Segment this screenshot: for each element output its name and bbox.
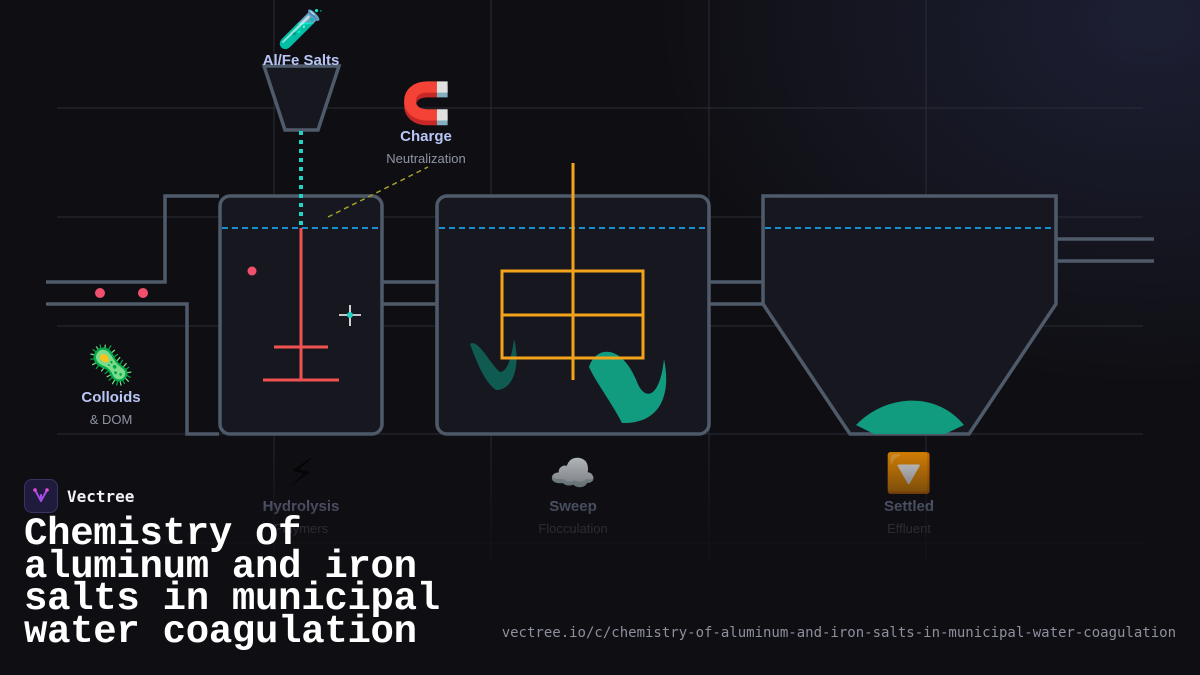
brand-name: Vectree — [67, 486, 135, 506]
sparkle-icon — [339, 305, 361, 326]
chemical-hopper — [261, 64, 342, 132]
charge-sublabel: Neutralization — [386, 151, 466, 166]
sweep-sublabel: Flocculation — [538, 521, 607, 536]
colloid-particle — [138, 288, 148, 298]
sweep-label: Sweep — [549, 498, 597, 515]
magnet-icon: 🧲 — [401, 80, 451, 127]
rapid-mixer — [263, 228, 339, 382]
floc-blob — [589, 351, 667, 424]
colloids-label: Colloids — [81, 389, 140, 406]
page-title: Chemistry of aluminum and iron salts in … — [24, 512, 440, 654]
lightning-icon: ⚡ — [288, 451, 315, 495]
settled-sublabel: Effluent — [887, 521, 931, 536]
brand[interactable]: Vectree — [24, 479, 134, 513]
floc-blob — [470, 339, 517, 390]
salts-label: Al/Fe Salts — [263, 52, 340, 69]
page-url[interactable]: vectree.io/c/chemistry-of-aluminum-and-i… — [501, 625, 1176, 641]
charge-connector — [327, 166, 429, 218]
cloud-icon: ☁️ — [549, 451, 596, 495]
inlet-pipe-top — [46, 194, 219, 284]
settled-sludge — [856, 400, 964, 434]
clarifier-tank — [761, 194, 1058, 436]
paddle-flocculator — [500, 163, 645, 380]
settled-label: Settled — [884, 498, 934, 515]
vectree-logo-icon — [24, 479, 58, 513]
down-arrow-icon: 🔽 — [885, 451, 932, 495]
colloid-particle — [95, 288, 105, 298]
microbe-icon: 🦠 — [87, 343, 134, 387]
colloid-particle — [247, 266, 257, 276]
colloids-sublabel: & DOM — [90, 412, 133, 427]
test-tube-icon: 🧪 — [277, 7, 324, 51]
charge-label: Charge — [400, 128, 452, 145]
